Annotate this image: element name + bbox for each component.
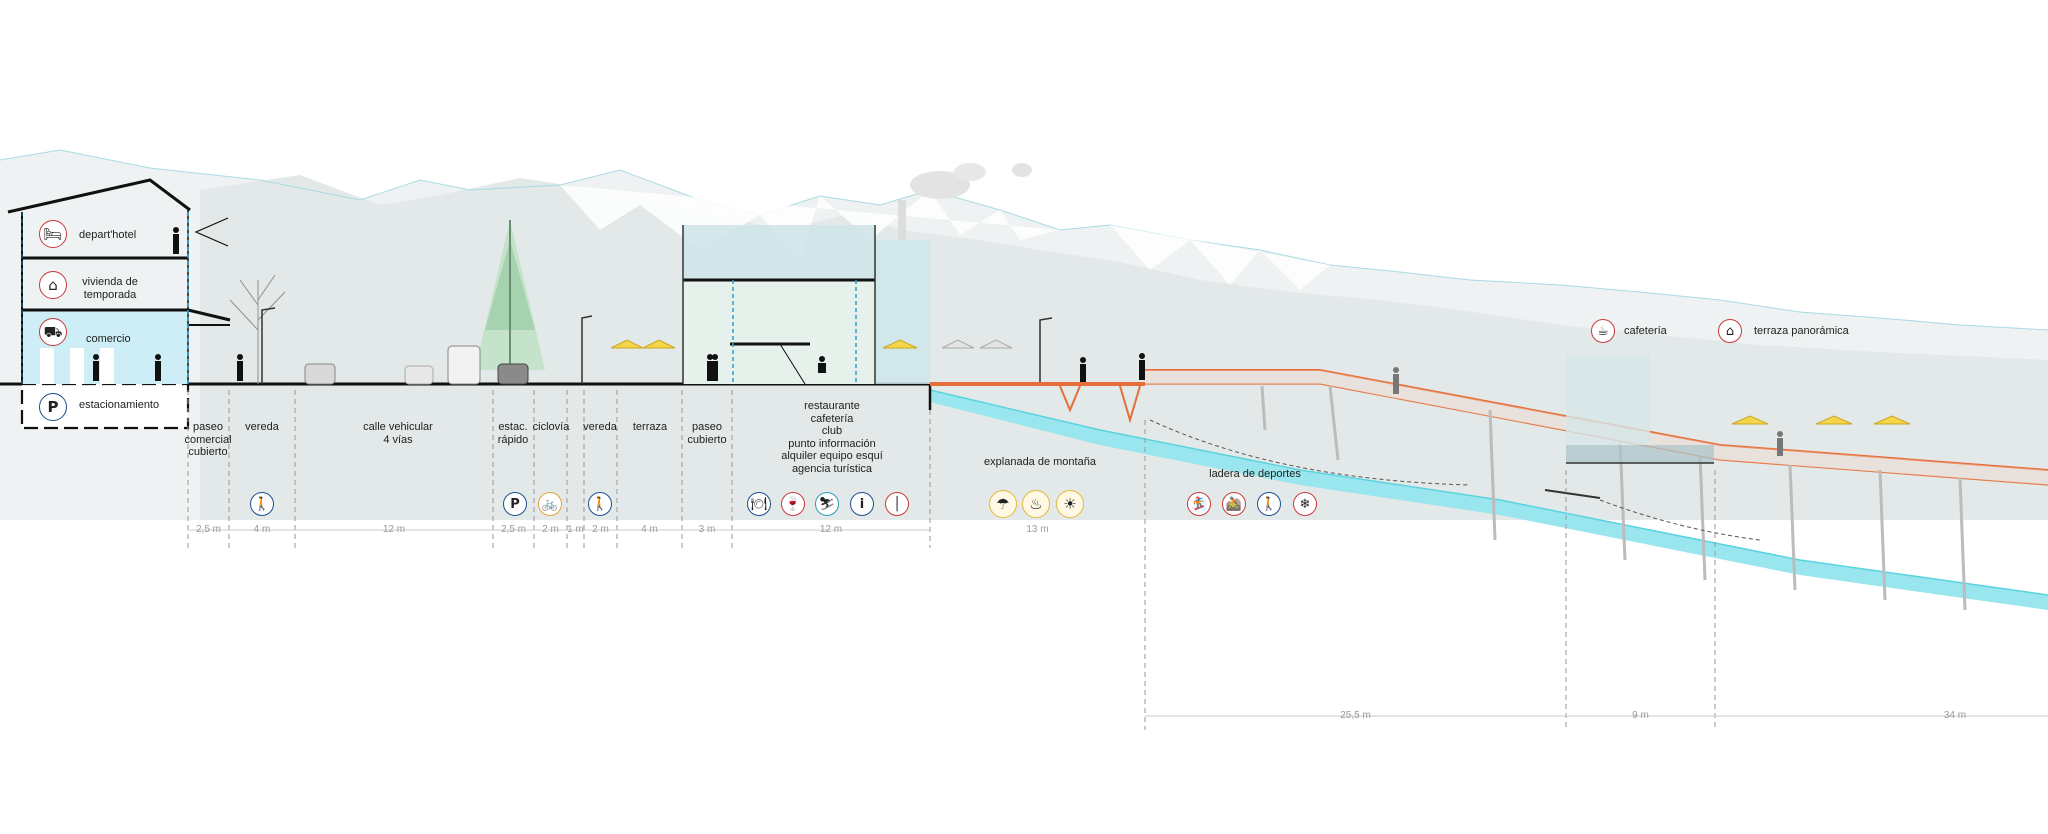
info-icon: i [850, 492, 874, 516]
parking-icon: P [39, 393, 67, 421]
slope-cafeteria [1544, 355, 1714, 499]
dim-terraza-panoramica: 34 m [1943, 710, 1967, 721]
bbq-icon: ♨ [1022, 490, 1050, 518]
dim-restaurante: 12 m [819, 524, 843, 535]
ski-rental-icon: │ [885, 492, 909, 516]
bare-tree [229, 274, 286, 384]
zone-label-vereda-2: vereda [583, 421, 617, 433]
ski-trails [1149, 419, 1761, 541]
walking-person-icon: 🚶 [588, 492, 612, 516]
zone-label-paseo-cubierto: paseo cubierto [687, 421, 727, 446]
panoramic-terrace-icon: ⌂ [1718, 319, 1742, 343]
wine-glass-icon: 🍷 [781, 492, 805, 516]
dim-calle-vehicular: 12 m [382, 524, 406, 535]
zone-label-vereda-1: vereda [245, 421, 279, 433]
people-silhouettes [93, 227, 1783, 456]
zone-label-ladera: ladera de deportes [1209, 468, 1301, 480]
street-elements [229, 220, 1053, 385]
zone-label-explanada: explanada de montaña [984, 456, 1096, 468]
upper-label-terraza: terraza panorámica [1754, 325, 1849, 337]
cart-icon: ⛟ [39, 318, 67, 346]
zone-label-restaurante: restaurante cafetería club punto informa… [781, 400, 883, 475]
dim-buffer: 1 m [567, 524, 584, 535]
snowflake-icon: ❄ [1293, 492, 1317, 516]
bicycle-icon: 🚲 [538, 492, 562, 516]
dim-cafeteria: 9 m [1632, 710, 1649, 721]
dim-explanada: 13 m [1026, 524, 1049, 535]
dim-estac-rapido: 2,5 m [500, 524, 526, 535]
hiking-icon: 🚶 [1257, 492, 1281, 516]
dim-ladera: 25,5 m [1340, 710, 1371, 721]
floor-label-vivienda: vivienda de temporada [82, 276, 138, 301]
zone-label-terraza: terraza [632, 421, 668, 433]
coffee-cup-icon: ☕ [1591, 319, 1615, 343]
floor-label-estacionamiento: estacionamiento [79, 399, 160, 411]
zone-label-estac-rapido: estac. rápido [497, 421, 529, 446]
dim-terraza: 4 m [641, 524, 658, 535]
floor-label-hotel: depart'hotel [79, 229, 137, 241]
house-icon: ⌂ [39, 271, 67, 299]
dining-icon: 🍽 [747, 492, 771, 516]
zone-label-ciclovia: ciclovía [532, 421, 570, 433]
sunbathing-icon: ☀ [1056, 490, 1084, 518]
umbrellas [610, 339, 1911, 425]
conifer-tree [475, 220, 545, 384]
dim-paseo-comercial: 2,5 m [195, 524, 221, 535]
floor-label-comercio: comercio [86, 333, 131, 345]
dimension-lines [187, 390, 1716, 730]
ski-equipment-icon: ⛷ [815, 492, 839, 516]
zone-label-paseo-comercial: paseo comercial cubierto [184, 421, 232, 458]
dim-vereda-1: 4 m [253, 524, 271, 535]
dimension-baselines [188, 529, 2048, 717]
umbrella-icon: ☂ [989, 490, 1017, 518]
bed-icon: 🛏 [39, 220, 67, 248]
parking-icon: P [503, 492, 527, 516]
walking-person-icon: 🚶 [250, 492, 274, 516]
dim-paseo-cubierto: 3 m [698, 524, 716, 535]
dim-vereda-2: 2 m [592, 524, 609, 535]
dim-ciclovia: 2 m [542, 524, 559, 535]
snowboard-icon: 🏂 [1187, 492, 1211, 516]
upper-label-cafeteria: cafetería [1624, 325, 1667, 337]
zone-label-calle-vehicular: calle vehicular 4 vías [363, 421, 433, 446]
mountain-bike-icon: 🚵 [1222, 492, 1246, 516]
